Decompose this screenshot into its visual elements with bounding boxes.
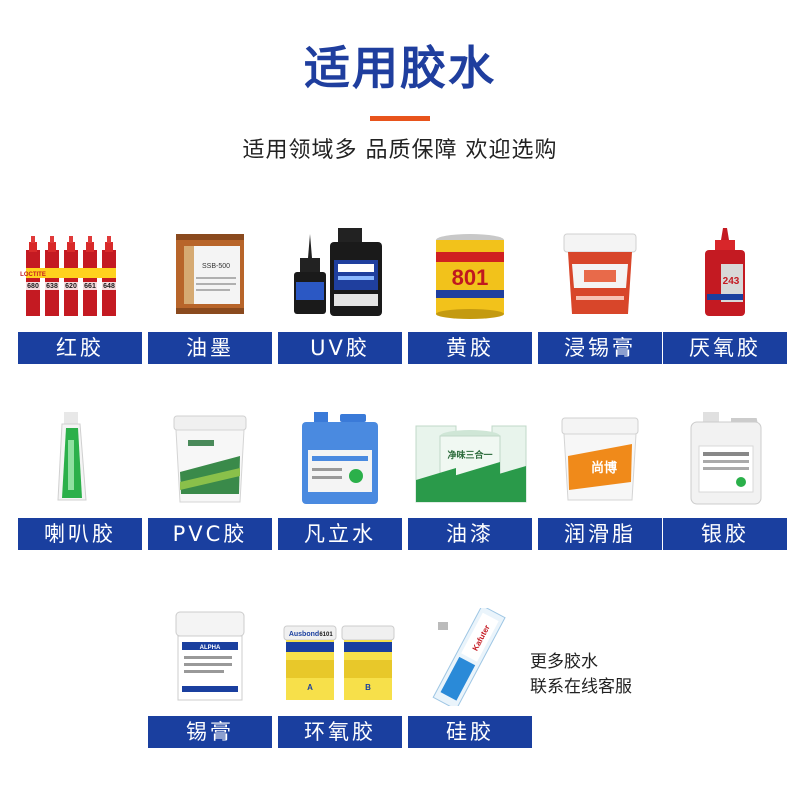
product-label[interactable]: 厌氧胶 bbox=[663, 332, 787, 364]
page-subtitle: 适用领域多 品质保障 欢迎选购 bbox=[242, 138, 558, 163]
product-label[interactable]: 喇叭胶 bbox=[18, 518, 142, 550]
product-label[interactable]: 黄胶 bbox=[408, 332, 532, 364]
product-text: SSB-500 bbox=[202, 263, 230, 270]
grease-bucket-image: 尚博 bbox=[538, 410, 662, 508]
product-label[interactable]: 润滑脂 bbox=[538, 518, 662, 550]
ink-can-image: SSB-500 bbox=[148, 224, 272, 322]
silicone-tube-box-image: Kafuter bbox=[408, 608, 532, 706]
product-text: 620 bbox=[65, 283, 77, 290]
product-label[interactable]: 浸锡膏 bbox=[538, 332, 662, 364]
product-text: 680 bbox=[27, 283, 39, 290]
pvc-glue-bucket-image bbox=[148, 410, 272, 508]
product-text: Ausbond bbox=[289, 631, 319, 638]
contact-service-text: 联系在线客服 bbox=[530, 677, 632, 697]
product-text: LOCTITE bbox=[20, 272, 46, 278]
product-text: ALPHA bbox=[200, 645, 221, 651]
yellow-glue-can-image: 801 bbox=[408, 224, 532, 322]
product-label[interactable]: 凡立水 bbox=[278, 518, 402, 550]
page-title: 适用胶水 bbox=[304, 41, 496, 95]
product-label[interactable]: 银胶 bbox=[663, 518, 787, 550]
product-label[interactable]: 油漆 bbox=[408, 518, 532, 550]
product-text: 尚博 bbox=[591, 460, 617, 476]
product-text: 648 bbox=[103, 283, 115, 290]
more-glue-text: 更多胶水 bbox=[530, 652, 598, 672]
product-text: 801 bbox=[452, 265, 489, 290]
product-label[interactable]: PVC胶 bbox=[148, 518, 272, 550]
anaerobic-glue-bottle-image: 243 bbox=[663, 224, 787, 322]
solder-paste-jar-image: ALPHA bbox=[148, 608, 272, 706]
product-label[interactable]: UV胶 bbox=[278, 332, 402, 364]
epoxy-jars-image: Ausbond 6101 A B bbox=[278, 608, 402, 706]
varnish-jerrycan-image bbox=[278, 410, 402, 508]
more-info-text: 更多胶水 联系在线客服 bbox=[530, 650, 632, 700]
title-underline bbox=[370, 116, 430, 121]
product-label[interactable]: 红胶 bbox=[18, 332, 142, 364]
product-label[interactable]: 锡膏 bbox=[148, 716, 272, 748]
dip-solder-paste-tub-image bbox=[538, 224, 662, 322]
product-label[interactable]: 硅胶 bbox=[408, 716, 532, 748]
uv-glue-bottles-image bbox=[278, 224, 402, 322]
product-text: 638 bbox=[46, 283, 58, 290]
product-label[interactable]: 油墨 bbox=[148, 332, 272, 364]
product-text: B bbox=[365, 683, 371, 692]
product-text: 661 bbox=[84, 283, 96, 290]
silver-glue-jug-image bbox=[663, 410, 787, 508]
product-text: 6101 bbox=[319, 632, 333, 638]
red-glue-bottles-image: LOCTITE 680 638 620 661 648 bbox=[18, 224, 142, 322]
product-text: A bbox=[307, 683, 313, 692]
speaker-glue-tube-image bbox=[18, 410, 142, 508]
product-label[interactable]: 环氧胶 bbox=[278, 716, 402, 748]
product-text: 净味三合一 bbox=[447, 449, 492, 461]
product-text: 243 bbox=[723, 276, 740, 287]
paint-buckets-image: 净味三合一 bbox=[408, 410, 532, 508]
